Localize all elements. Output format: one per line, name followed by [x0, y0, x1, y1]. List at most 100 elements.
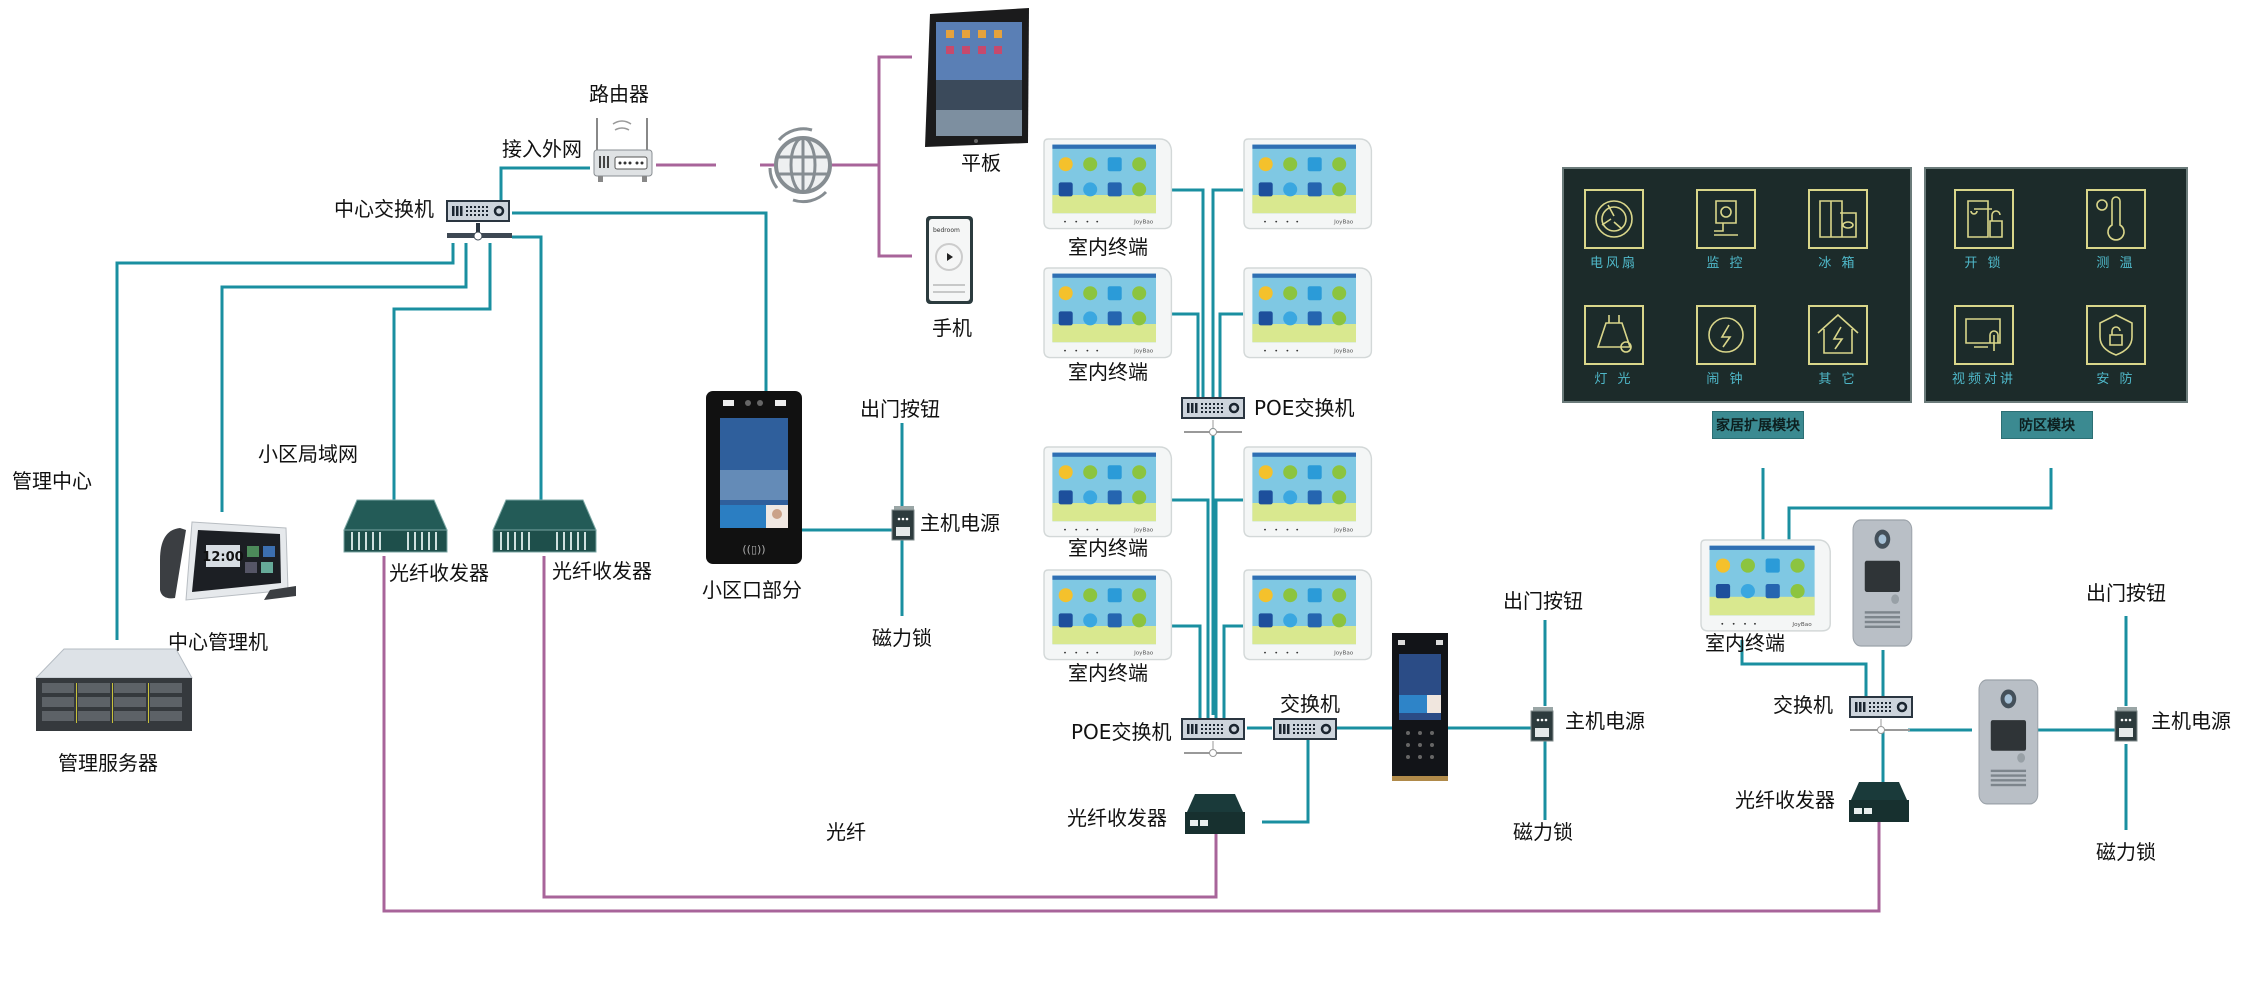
- fridge-icon: 冰 箱: [1808, 189, 1868, 271]
- unit-door-station-icon: [1392, 633, 1448, 781]
- indoor-terminal-label: 室内终端: [1068, 536, 1148, 560]
- gate-power-supply-icon: [891, 505, 915, 541]
- indoor-terminal-label: 室内终端: [1068, 661, 1148, 685]
- indoor-terminal-icon: [1243, 446, 1373, 538]
- thermometer-icon: 测 温: [2086, 189, 2146, 271]
- switch-to-server-line: [115, 243, 455, 640]
- unit-power-label: 主机电源: [1565, 709, 1645, 733]
- tablet-label: 平板: [961, 151, 1001, 175]
- unit-exit-button-label: 出门按钮: [1503, 589, 1583, 613]
- poe-switch-lower-label: POE交换机: [1071, 720, 1172, 744]
- module-tile-label: 其 它: [1818, 371, 1857, 387]
- villa-maglock-label: 磁力锁: [2096, 840, 2156, 864]
- module-tile-label: 安 防: [2096, 371, 2135, 387]
- home-switch-icon: [1848, 695, 1914, 734]
- phone-label: 手机: [932, 316, 972, 340]
- svg-text:bedroom: bedroom: [933, 227, 960, 234]
- community-lan-label: 小区局域网: [258, 442, 358, 466]
- management-center-label: 管理中心: [12, 469, 92, 493]
- video-intercom-icon: 视频对讲: [1952, 305, 2014, 387]
- indoor-terminal-label: 室内终端: [1068, 235, 1148, 259]
- management-server-icon: [34, 648, 193, 731]
- villa-power-supply-icon: [2114, 706, 2138, 742]
- module-tile-label: 闹 钟: [1706, 371, 1745, 387]
- home-extension-module-panel: [1562, 167, 1912, 403]
- poe-switch-upper-icon: [1180, 396, 1246, 436]
- building-switch-icon: [1272, 717, 1338, 741]
- poe-switch-lower-icon: [1180, 717, 1246, 757]
- indoor-terminal-label: 室内终端: [1068, 360, 1148, 384]
- switch-to-transceiver2-line: [512, 235, 543, 500]
- home-extension-module-tag: 家居扩展模块: [1712, 411, 1804, 439]
- fiber-transceiver-2-label: 光纤收发器: [552, 559, 652, 583]
- fan-icon: 电风扇: [1584, 189, 1644, 271]
- building-fiber-transceiver-icon: [1185, 794, 1245, 834]
- villa-door-station-top-icon: [1852, 519, 1913, 647]
- indoor-terminal-icon: [1043, 267, 1173, 359]
- central-manager-label: 中心管理机: [168, 630, 268, 654]
- internet-globe-icon: [768, 127, 832, 204]
- central-switch-label: 中心交换机: [334, 197, 434, 221]
- villa-power-label: 主机电源: [2151, 709, 2231, 733]
- external-network-label: 接入外网: [502, 137, 582, 161]
- router-label: 路由器: [589, 82, 649, 106]
- indoor-terminal-icon: [1043, 138, 1173, 230]
- fiber-transceiver-1-label: 光纤收发器: [389, 561, 489, 585]
- home-transceiver-label: 光纤收发器: [1735, 788, 1835, 812]
- alarm-clock-icon: 闹 钟: [1696, 305, 1756, 387]
- community-gate-station-icon: ((▯)): [706, 391, 802, 564]
- module-tile-label: 冰 箱: [1818, 255, 1857, 271]
- home-indoor-terminal-icon: [1700, 539, 1831, 632]
- transceiver1-fiber: [382, 556, 1881, 913]
- switch-to-manager-line: [220, 243, 468, 512]
- fiber-transceiver-1-icon: [343, 499, 448, 553]
- indoor-terminal-icon: [1043, 569, 1173, 661]
- svg-text:((▯)): ((▯)): [742, 543, 765, 556]
- building-transceiver-label: 光纤收发器: [1067, 806, 1167, 830]
- module-tile-label: 监 控: [1706, 256, 1745, 271]
- unit-maglock-label: 磁力锁: [1513, 820, 1573, 844]
- transceiver2-fiber: [542, 556, 1218, 899]
- fiber-transceiver-2-icon: [492, 499, 597, 553]
- building-switch-label: 交换机: [1280, 692, 1340, 716]
- gate-exit-button-label: 出门按钮: [860, 397, 940, 421]
- smartphone-icon: bedroom: [926, 216, 973, 304]
- indoor-terminal-icon: [1243, 569, 1373, 661]
- villa-door-station-icon: [1978, 679, 2039, 805]
- door-unlock-icon: 开 锁: [1954, 189, 2014, 271]
- home-indoor-terminal-label: 室内终端: [1705, 631, 1785, 655]
- villa-exit-button-label: 出门按钮: [2086, 581, 2166, 605]
- security-shield-icon: 安 防: [2086, 305, 2146, 387]
- router-icon: [593, 118, 653, 182]
- security-zone-module-tag: 防区模块: [2001, 411, 2093, 439]
- security-zone-module-panel: [1924, 167, 2188, 403]
- indoor-terminal-icon: [1243, 138, 1373, 230]
- poe-switch-upper-label: POE交换机: [1254, 396, 1355, 420]
- fiber-label: 光纤: [826, 820, 866, 844]
- fiber-lines: [382, 55, 1881, 913]
- switch-to-transceiver1-line: [392, 243, 492, 500]
- home-fiber-transceiver-icon: [1849, 782, 1909, 822]
- module-tile-label: 开 锁: [1964, 255, 2003, 271]
- community-gate-label: 小区口部分: [702, 578, 802, 602]
- tablet-icon: [925, 8, 1029, 147]
- module-tile-label: 测 温: [2096, 256, 2135, 271]
- module-tile-label: 电风扇: [1590, 255, 1638, 271]
- lan-lines: [115, 166, 2128, 830]
- home-switch-label: 交换机: [1773, 693, 1833, 717]
- unit-power-supply-icon: [1530, 706, 1554, 742]
- gate-maglock-label: 磁力锁: [872, 626, 932, 650]
- svg-text:12:00: 12:00: [202, 550, 243, 565]
- indoor-terminal-icon: [1243, 267, 1373, 359]
- indoor-terminal-icon: [1043, 446, 1173, 538]
- internet-to-mobile-bracket: [877, 55, 912, 258]
- camera-icon: 监 控: [1696, 189, 1756, 271]
- switch-to-router-line: [499, 166, 590, 200]
- central-manager-device-icon: 12:00: [160, 521, 296, 601]
- management-server-label: 管理服务器: [58, 751, 158, 775]
- lamp-icon: 灯 光: [1584, 305, 1644, 387]
- house-power-icon: 其 它: [1808, 305, 1868, 387]
- gate-power-label: 主机电源: [920, 511, 1000, 535]
